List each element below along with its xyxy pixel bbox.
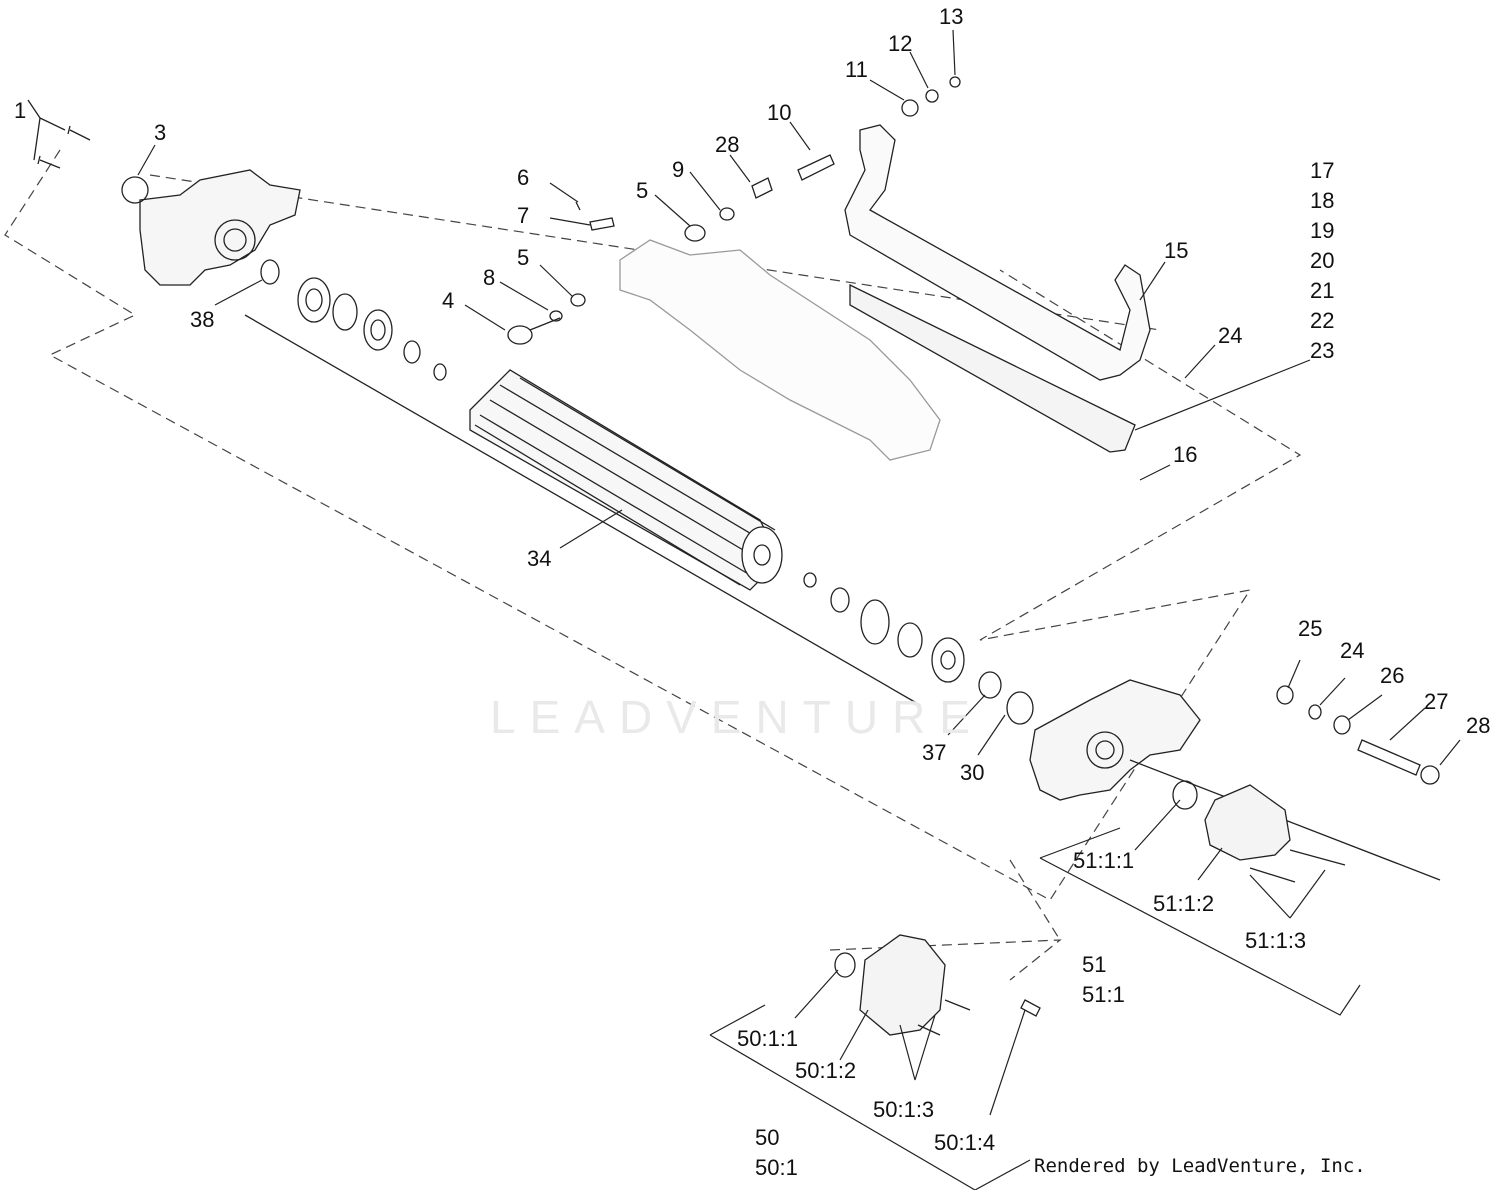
callout-50-1-2: 50:1:2 — [795, 1058, 857, 1083]
callout-30: 30 — [960, 760, 985, 785]
callout-24-upper: 24 — [1218, 323, 1243, 348]
callout-38: 38 — [190, 307, 215, 332]
callout-stack-50: 50 50:1 — [755, 1123, 798, 1183]
callout-37: 37 — [922, 740, 947, 765]
callout-51-1: 51:1 — [1082, 982, 1125, 1007]
callout-6: 6 — [517, 165, 530, 190]
callout-16: 16 — [1173, 442, 1198, 467]
callout-9: 9 — [672, 157, 685, 182]
callout-50-1: 50:1 — [755, 1155, 798, 1180]
left-side-plate — [121, 169, 301, 286]
callout-51-1-2: 51:1:2 — [1153, 891, 1215, 916]
callout-17: 17 — [1310, 158, 1335, 183]
callout-50: 50 — [755, 1125, 780, 1150]
leader-lines — [137, 29, 1461, 1190]
callout-stack-17-23: 17 18 19 20 21 22 23 — [1310, 156, 1334, 366]
callout-28-upper: 28 — [715, 132, 740, 157]
callout-18: 18 — [1310, 188, 1335, 213]
bolt-1 — [27, 99, 91, 169]
right-side-plate — [1029, 679, 1201, 801]
bearing-stack-left — [244, 259, 921, 706]
callout-7: 7 — [517, 203, 530, 228]
callout-15: 15 — [1164, 238, 1189, 263]
callout-13: 13 — [939, 4, 964, 29]
callout-23: 23 — [1310, 338, 1335, 363]
callout-51: 51 — [1082, 952, 1107, 977]
callout-5-lower: 5 — [517, 245, 530, 270]
callout-50-1-4: 50:1:4 — [934, 1130, 996, 1155]
callout-26: 26 — [1380, 663, 1405, 688]
upper-hardware — [507, 76, 961, 345]
callout-5-upper: 5 — [636, 178, 649, 203]
callout-19: 19 — [1310, 218, 1335, 243]
callout-25: 25 — [1298, 616, 1323, 641]
right-weight — [1172, 780, 1346, 883]
reel — [469, 369, 783, 591]
callout-1: 1 — [14, 98, 27, 123]
callout-50-1-3: 50:1:3 — [873, 1097, 935, 1122]
callout-22: 22 — [1310, 308, 1335, 333]
callout-24-lower: 24 — [1340, 638, 1365, 663]
callout-27: 27 — [1424, 689, 1449, 714]
callout-34: 34 — [527, 546, 552, 571]
left-weight — [834, 934, 1041, 1036]
callout-20: 20 — [1310, 248, 1335, 273]
callout-51-1-1: 51:1:1 — [1073, 848, 1135, 873]
frame-phantom — [619, 239, 941, 461]
callout-12: 12 — [888, 31, 913, 56]
rendered-by-credit: Rendered by LeadVenture, Inc. — [1034, 1155, 1366, 1177]
callout-51-1-3: 51:1:3 — [1245, 928, 1307, 953]
callout-11: 11 — [845, 57, 868, 82]
watermark-text: LEADVENTURE — [490, 691, 984, 743]
bearing-stack-right — [803, 572, 1034, 725]
callout-stack-51: 51 51:1 — [1082, 950, 1125, 1010]
callout-8: 8 — [483, 265, 496, 290]
callout-50-1-1: 50:1:1 — [737, 1026, 799, 1051]
callout-28-lower: 28 — [1466, 713, 1491, 738]
bedbar-bracket — [844, 124, 1151, 453]
callout-21: 21 — [1310, 278, 1335, 303]
callout-3: 3 — [154, 120, 167, 145]
callout-4: 4 — [442, 288, 455, 313]
callout-10: 10 — [767, 100, 792, 125]
